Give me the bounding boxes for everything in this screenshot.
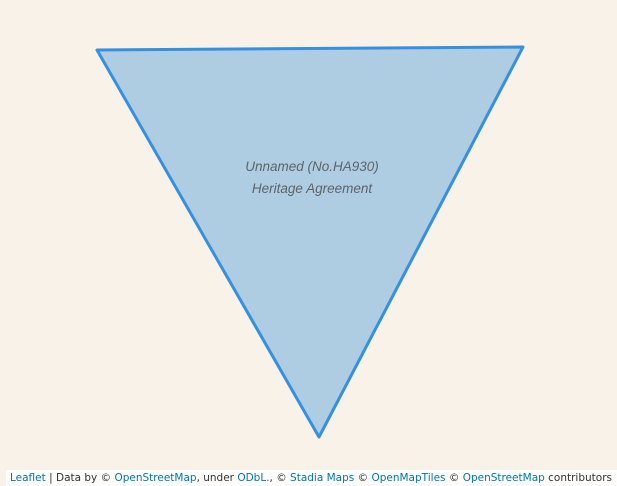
attribution-text: , under (196, 472, 238, 484)
feature-label: Unnamed (No.HA930) Heritage Agreement (212, 156, 412, 200)
stadia-maps-link[interactable]: Stadia Maps (290, 472, 355, 484)
openstreetmap-link-2[interactable]: OpenStreetMap (462, 472, 545, 484)
feature-type: Heritage Agreement (251, 181, 373, 196)
odbl-link[interactable]: ODbL. (237, 472, 270, 484)
openmaptiles-link[interactable]: OpenMapTiles (371, 472, 446, 484)
attribution-text: , © (269, 472, 291, 484)
leaflet-link[interactable]: Leaflet (10, 472, 46, 484)
attribution-text: contributors (544, 472, 612, 484)
feature-name: Unnamed (No.HA930) (245, 159, 379, 174)
heritage-agreement-polygon[interactable] (95, 45, 525, 439)
attribution-text: | Data by © (45, 472, 115, 484)
attribution-text: © (354, 472, 372, 484)
attribution-text: © (445, 472, 463, 484)
openstreetmap-link[interactable]: OpenStreetMap (114, 472, 197, 484)
map-attribution: Leaflet | Data by © OpenStreetMap, under… (6, 470, 617, 486)
